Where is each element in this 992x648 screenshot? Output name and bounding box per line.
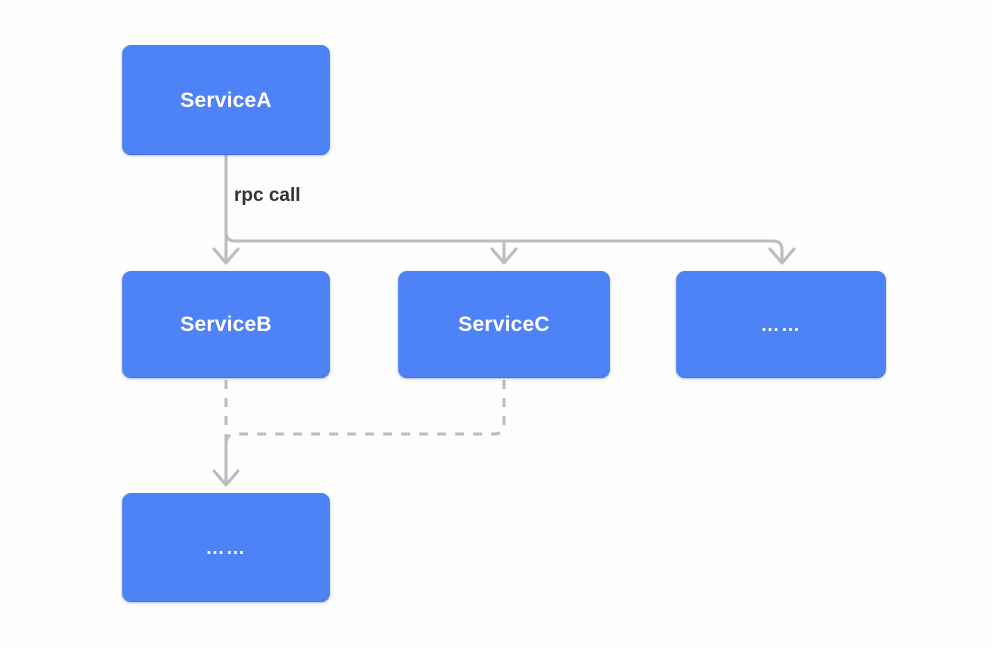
arrowhead-service-more xyxy=(768,247,796,265)
node-service-a[interactable]: ServiceA xyxy=(122,45,330,155)
arrowhead-service-c xyxy=(490,247,518,265)
edge-label-rpc-call: rpc call xyxy=(234,185,301,206)
node-service-b[interactable]: ServiceB xyxy=(122,271,330,378)
node-service-a-label: ServiceA xyxy=(180,88,272,112)
node-service-b-label: ServiceB xyxy=(180,313,272,336)
arrowhead-service-b xyxy=(212,247,240,265)
node-service-bottom-more[interactable]: …… xyxy=(122,493,330,602)
arrowhead-bottom-more xyxy=(212,469,240,487)
node-service-c-label: ServiceC xyxy=(458,313,550,336)
node-service-c[interactable]: ServiceC xyxy=(398,271,610,378)
node-service-bottom-more-label: …… xyxy=(205,538,247,559)
node-service-more-label: …… xyxy=(760,315,802,336)
connector-dashed-service-c xyxy=(224,380,506,445)
node-service-more[interactable]: …… xyxy=(676,271,886,378)
